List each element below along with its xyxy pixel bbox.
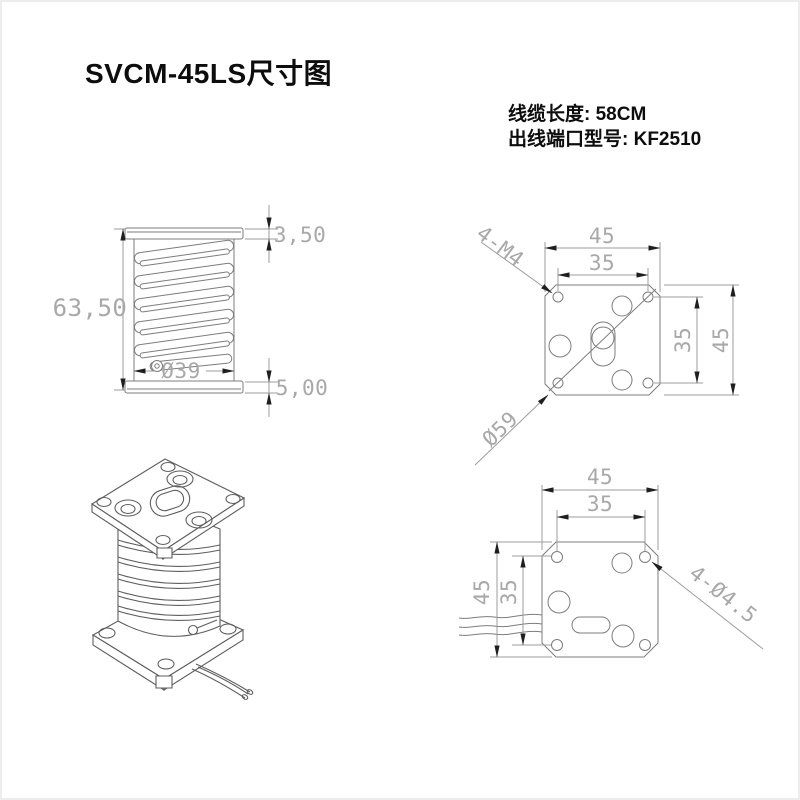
iso-corner-hole bbox=[155, 534, 171, 546]
spring-wire-end bbox=[151, 360, 163, 372]
dim-hole-pitch-y: 35 bbox=[497, 579, 521, 605]
top-view: 45 35 35 45 4-M4 Ø59 bbox=[472, 221, 739, 466]
corner-hole bbox=[639, 639, 651, 651]
wire-hole bbox=[611, 624, 635, 648]
corner-hole bbox=[639, 551, 651, 563]
wire-hole bbox=[547, 590, 571, 614]
spring-coils bbox=[133, 239, 235, 372]
dim-top-plate-thickness: 3,50 bbox=[274, 223, 327, 247]
iso-top-plate bbox=[90, 458, 246, 561]
dim-hole-pitch-y: 35 bbox=[671, 327, 695, 353]
iso-corner-hole bbox=[225, 493, 241, 505]
dim-total-height: 63,50 bbox=[53, 294, 128, 322]
dim-hole-pitch-x: 35 bbox=[589, 251, 615, 275]
center-slot bbox=[590, 321, 616, 367]
corner-hole bbox=[642, 291, 654, 303]
diagonal-line bbox=[548, 288, 657, 392]
iso-corner-hole bbox=[160, 461, 176, 473]
dim-outer-width: 45 bbox=[587, 465, 613, 489]
cable-wires bbox=[458, 613, 543, 636]
spec-notes: 线缆长度: 58CM 出线端口型号: KF2510 bbox=[508, 102, 701, 152]
cable-length-note: 线缆长度: 58CM bbox=[508, 104, 647, 125]
isometric-view bbox=[90, 458, 254, 700]
wire-hole bbox=[611, 369, 633, 391]
corner-hole bbox=[551, 551, 563, 563]
dim-hole-pitch-x: 35 bbox=[587, 492, 613, 516]
side-view: 63,50 3,50 Ø39 5,00 bbox=[53, 205, 329, 417]
side-top-plate bbox=[124, 227, 244, 240]
dim-base-plate-thickness: 5,00 bbox=[276, 376, 329, 400]
wire-hole bbox=[611, 295, 633, 317]
dim-spring-diameter: Ø39 bbox=[161, 359, 200, 383]
page-title: SVCM-45LS尺寸图 bbox=[85, 58, 333, 89]
corner-hole bbox=[642, 377, 654, 389]
iso-center-slot bbox=[149, 485, 191, 517]
corner-hole bbox=[552, 291, 564, 303]
bottom-view: 45 35 45 35 4-Ø4.5 bbox=[458, 465, 764, 658]
wire-hole bbox=[548, 334, 572, 358]
iso-spring-wire-end bbox=[187, 624, 199, 636]
dim-outer-height: 45 bbox=[709, 327, 733, 353]
diagonal-diameter-label: Ø59 bbox=[478, 407, 523, 452]
dim-outer-height: 45 bbox=[470, 579, 494, 605]
port-model-note: 出线端口型号: KF2510 bbox=[508, 129, 702, 150]
thread-spec-label: 4-M4 bbox=[472, 221, 528, 272]
bottom-slot bbox=[571, 616, 611, 634]
iso-corner-hole bbox=[96, 496, 112, 508]
wire-hole bbox=[611, 552, 633, 574]
center-slot-counterbore bbox=[591, 326, 615, 350]
corner-hole bbox=[551, 639, 563, 651]
corner-hole bbox=[552, 377, 564, 389]
iso-cable bbox=[191, 663, 254, 700]
dim-outer-width: 45 bbox=[589, 224, 615, 248]
